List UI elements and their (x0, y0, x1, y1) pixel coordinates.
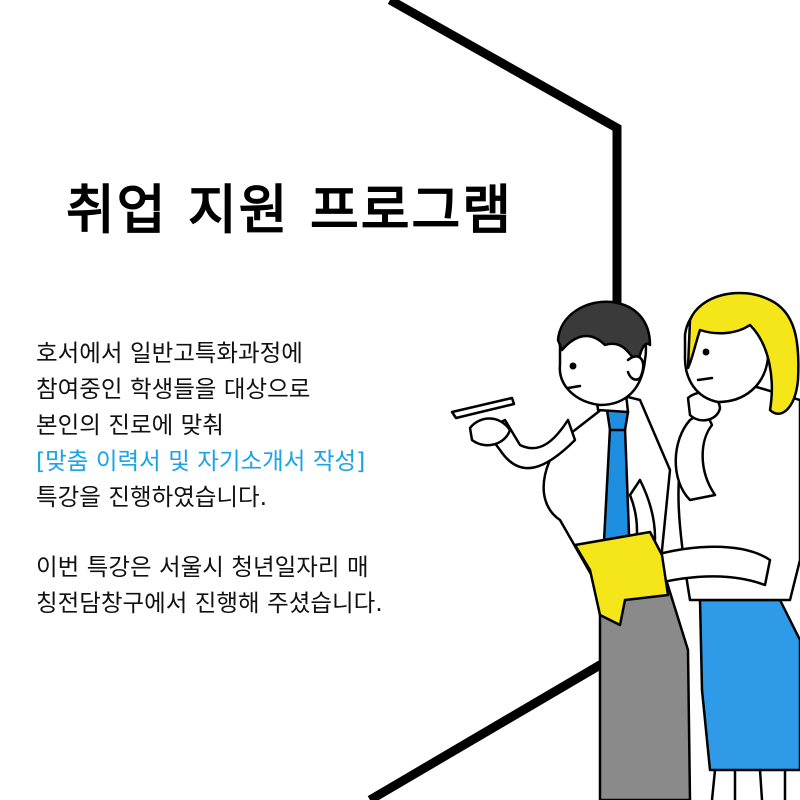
text-line: 칭전담창구에서 진행해 주셨습니다. (36, 589, 383, 617)
people-illustration (450, 291, 800, 800)
text-line: 특강을 진행하였습니다. (36, 483, 268, 511)
page-title: 취업 지원 프로그램 (66, 180, 513, 241)
paragraph-gap (36, 515, 506, 549)
woman-thinking-illustration (573, 291, 800, 800)
text-line: 호서에서 일반고특화과정에 (36, 339, 303, 367)
text-line: 참여중인 학생들을 대상으로 (36, 375, 311, 403)
text-line: 본인의 진로에 맞춰 (36, 411, 224, 439)
body-text: 호서에서 일반고특화과정에 참여중인 학생들을 대상으로 본인의 진로에 맞춰 … (36, 335, 506, 621)
highlighted-text-line: [맞춤 이력서 및 자기소개서 작성] (36, 447, 366, 475)
text-line: 이번 특강은 서울시 청년일자리 매 (36, 553, 369, 581)
